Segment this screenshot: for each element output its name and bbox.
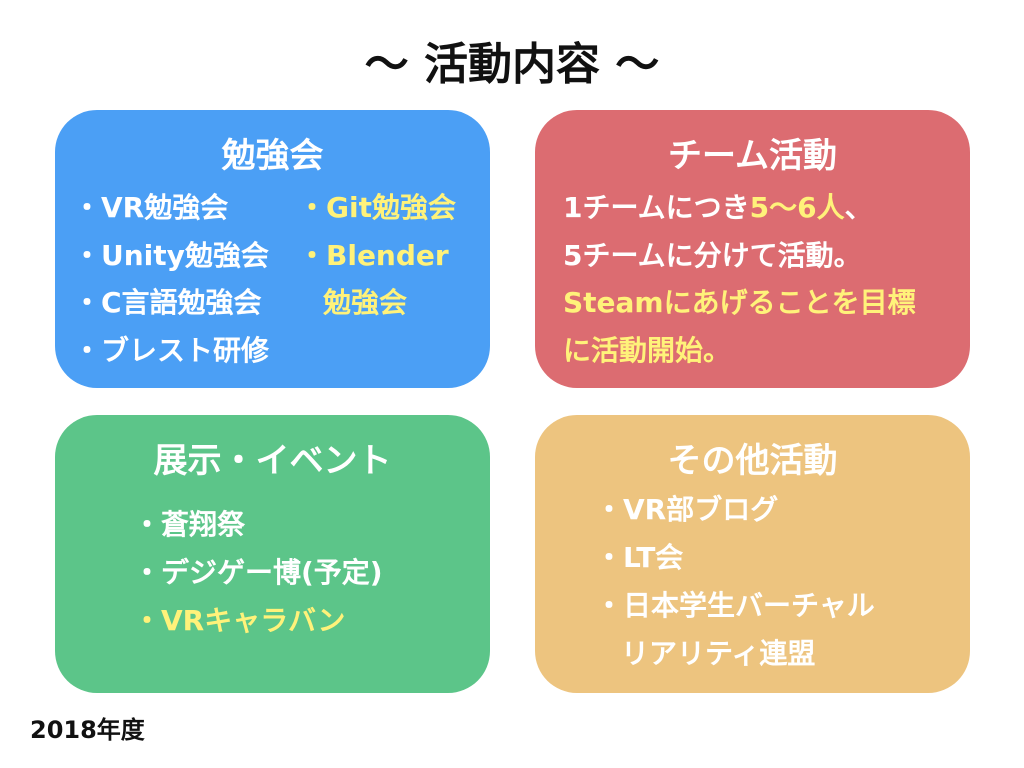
list-item: ・日本学生バーチャル bbox=[595, 589, 875, 622]
list-item: リアリティ連盟 bbox=[621, 637, 816, 670]
list-item: ・VRキャラバン bbox=[133, 604, 346, 637]
team-line-1: 1チームにつき5〜6人、 bbox=[563, 191, 873, 225]
other-box: その他活動 ・VR部ブログ ・LT会 ・日本学生バーチャル リアリティ連盟 bbox=[535, 415, 970, 693]
list-item: ・LT会 bbox=[595, 541, 684, 574]
list-item: ・C言語勉強会 bbox=[73, 286, 262, 319]
study-heading: 勉強会 bbox=[221, 136, 324, 176]
events-heading: 展示・イベント bbox=[153, 441, 392, 481]
study-box: 勉強会 ・VR勉強会 ・Unity勉強会 ・C言語勉強会 ・ブレスト研修 ・Gi… bbox=[55, 110, 490, 388]
text: 1チームにつき bbox=[563, 191, 750, 224]
team-line-2: 5チームに分けて活動。 bbox=[563, 239, 862, 272]
team-line-3: Steamにあげることを目標 bbox=[563, 286, 916, 319]
slide-title: 〜 活動内容 〜 bbox=[364, 39, 660, 90]
text: 、 bbox=[844, 191, 873, 224]
list-item: ・Blender bbox=[298, 239, 449, 272]
list-item: ・ブレスト研修 bbox=[73, 334, 270, 367]
list-item: ・VR勉強会 bbox=[73, 191, 229, 224]
other-heading: その他活動 bbox=[667, 441, 838, 481]
team-heading: チーム活動 bbox=[668, 136, 837, 176]
events-box: 展示・イベント ・蒼翔祭 ・デジゲー博(予定) ・VRキャラバン bbox=[55, 415, 490, 693]
team-box: チーム活動 1チームにつき5〜6人、 5チームに分けて活動。 Steamにあげる… bbox=[535, 110, 970, 388]
list-item: ・Git勉強会 bbox=[298, 191, 456, 224]
list-item: ・Unity勉強会 bbox=[73, 239, 269, 272]
list-item: ・デジゲー博(予定) bbox=[133, 556, 383, 589]
list-item: ・蒼翔祭 bbox=[133, 508, 246, 541]
year-label: 2018年度 bbox=[30, 716, 145, 744]
team-line-4: に活動開始。 bbox=[563, 334, 732, 367]
list-item: ・VR部ブログ bbox=[595, 493, 779, 526]
highlight-text: 5〜6人 bbox=[749, 191, 845, 224]
list-item: 勉強会 bbox=[323, 286, 408, 319]
